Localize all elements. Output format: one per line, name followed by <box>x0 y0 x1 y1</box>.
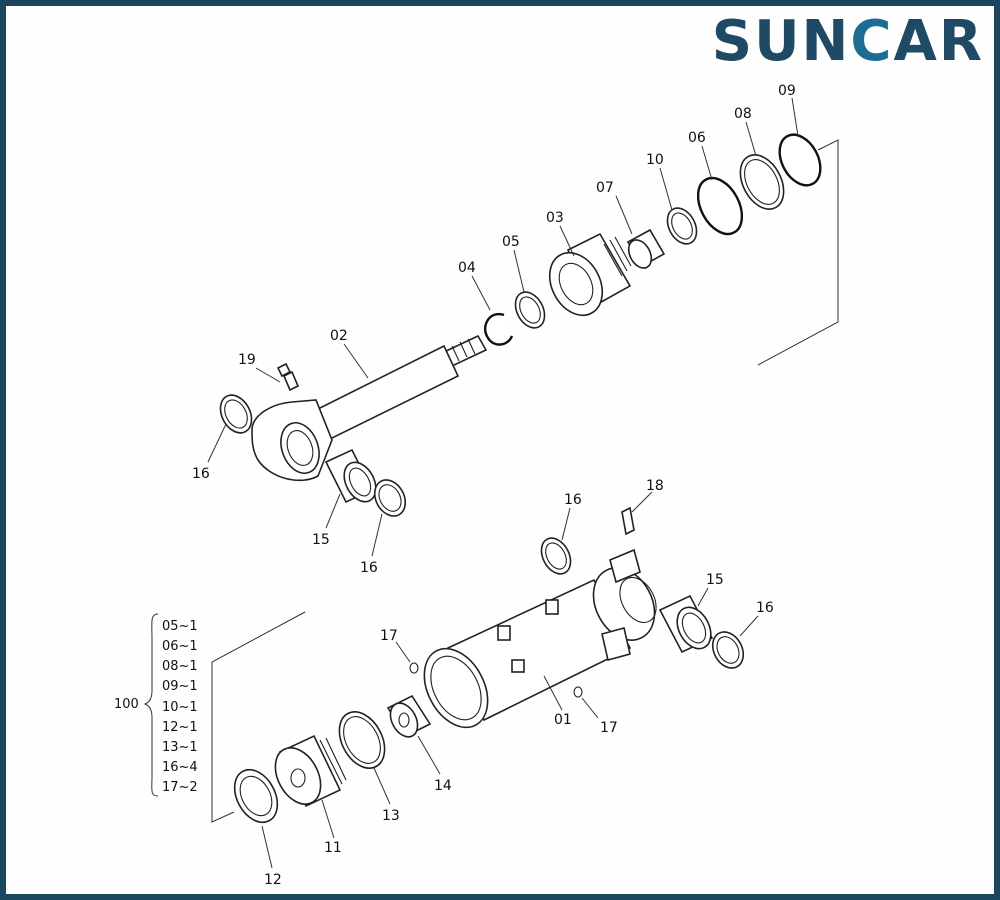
callout-16-d: 16 <box>756 600 774 616</box>
rod-eye-bore <box>280 422 320 474</box>
callout-05: 05 <box>502 234 520 250</box>
kit-item-3: 08~1 <box>162 659 198 674</box>
rod-cover-03 <box>548 232 632 317</box>
dust-seal-16-lower-top-inner <box>545 542 567 570</box>
leader-lines <box>207 97 799 869</box>
ring-05 <box>514 291 546 329</box>
kit-number: 100 <box>114 697 139 712</box>
bushing-07 <box>626 228 666 269</box>
callout-18: 18 <box>646 478 664 494</box>
seal-10 <box>666 207 698 245</box>
callout-10: 10 <box>646 152 664 168</box>
grease-fitting-19 <box>276 362 300 392</box>
grease-fitting-18 <box>621 506 635 536</box>
dust-seal-16-lower-right <box>711 631 745 669</box>
callout-09: 09 <box>778 83 796 99</box>
callout-07: 07 <box>596 180 614 196</box>
snap-ring-04 <box>483 312 514 346</box>
dust-seal-16-lower-right-inner <box>716 636 740 664</box>
assembly-frame-line-lower <box>211 611 306 823</box>
cylinder-tube-01 <box>423 548 657 729</box>
piston-rod-02 <box>251 334 488 482</box>
kit-brace <box>143 613 159 797</box>
callout-15-b: 15 <box>706 572 724 588</box>
callout-16-c: 16 <box>564 492 582 508</box>
ring-13-inner <box>343 716 381 764</box>
brand-accent-letter: C <box>850 9 894 74</box>
o-ring-06 <box>696 176 744 236</box>
brand-prefix: SUN <box>711 9 851 74</box>
kit-item-4: 09~1 <box>162 679 198 694</box>
piston-seal-12 <box>233 768 279 824</box>
callout-16-a: 16 <box>192 466 210 482</box>
callout-14: 14 <box>434 778 452 794</box>
kit-item-2: 06~1 <box>162 639 198 654</box>
bushing-15-upper <box>324 448 377 504</box>
callout-06: 06 <box>688 130 706 146</box>
seal-kit-list: 100 05~1 06~1 08~1 09~1 10~1 12~1 13~1 1… <box>114 613 198 797</box>
piston-11 <box>274 734 347 808</box>
callout-16-b: 16 <box>360 560 378 576</box>
kit-item-8: 16~4 <box>162 760 198 775</box>
o-ring-17-left <box>409 662 419 674</box>
brand-logo: SUNCAR <box>712 14 984 70</box>
callout-17-a: 17 <box>380 628 398 644</box>
callout-11: 11 <box>324 840 342 856</box>
dust-seal-16-upper-left <box>219 394 253 434</box>
assembly-frame-line-upper <box>757 139 839 366</box>
callout-08: 08 <box>734 106 752 122</box>
kit-item-9: 17~2 <box>162 780 198 795</box>
backup-ring-08-inner <box>744 159 780 205</box>
o-ring-17-right <box>573 686 583 698</box>
seal-10-inner <box>671 212 693 240</box>
ring-05-inner <box>519 296 541 324</box>
ring-13 <box>338 711 386 769</box>
dust-seal-16-upper-right-inner <box>378 484 402 512</box>
callout-13: 13 <box>382 808 400 824</box>
callout-01: 01 <box>554 712 572 728</box>
callout-02: 02 <box>330 328 348 344</box>
kit-item-5: 10~1 <box>162 700 198 715</box>
dust-seal-16-lower-top <box>540 537 572 575</box>
callout-19: 19 <box>238 352 256 368</box>
callout-03: 03 <box>546 210 564 226</box>
kit-item-1: 05~1 <box>162 619 198 634</box>
callout-12: 12 <box>264 872 282 888</box>
dust-seal-16-upper-left-inner <box>224 399 248 429</box>
callout-17-b: 17 <box>600 720 618 736</box>
piston-nut-14 <box>386 694 432 738</box>
callout-labels: 09 08 06 10 07 03 05 04 02 19 16 15 16 1… <box>192 83 796 888</box>
backup-ring-08 <box>739 154 785 210</box>
callout-15-a: 15 <box>312 532 330 548</box>
kit-item-6: 12~1 <box>162 720 198 735</box>
kit-item-7: 13~1 <box>162 740 198 755</box>
bushing-15-lower <box>658 594 714 654</box>
o-ring-09 <box>778 133 822 187</box>
brand-suffix: AR <box>893 9 984 74</box>
callout-04: 04 <box>458 260 476 276</box>
dust-seal-16-upper-right <box>373 479 407 517</box>
